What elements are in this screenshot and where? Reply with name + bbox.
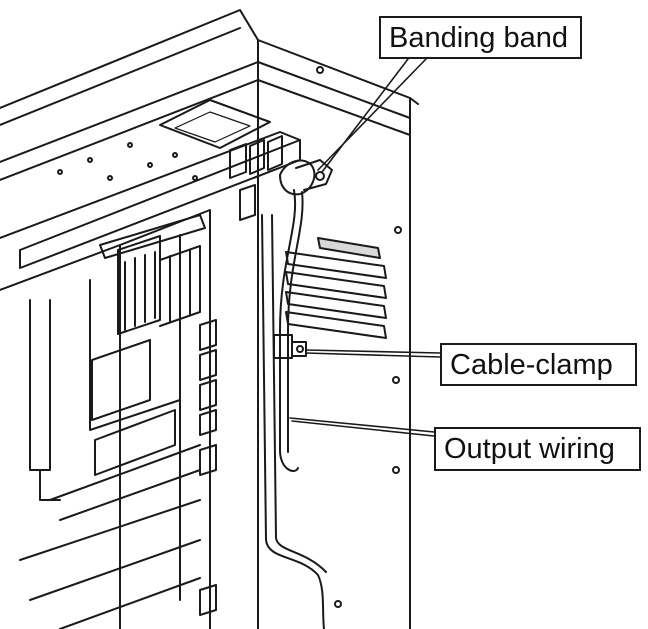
cable-clamp-label: Cable-clamp (440, 343, 637, 386)
banding-band-part (239, 159, 333, 221)
right-side-panel (257, 61, 411, 629)
terminal-block (99, 214, 206, 335)
output-wiring-label: Output wiring (434, 427, 641, 471)
vent-louvers (285, 237, 387, 339)
cable-clamp-part (273, 334, 307, 359)
banding-band-label: Banding band (379, 16, 582, 59)
connector-strip (199, 319, 217, 616)
top-cover (0, 9, 419, 181)
top-rail (0, 131, 301, 269)
internal-chassis (0, 209, 211, 629)
leader-lines (289, 58, 441, 437)
output-wiring-cable (261, 189, 327, 629)
